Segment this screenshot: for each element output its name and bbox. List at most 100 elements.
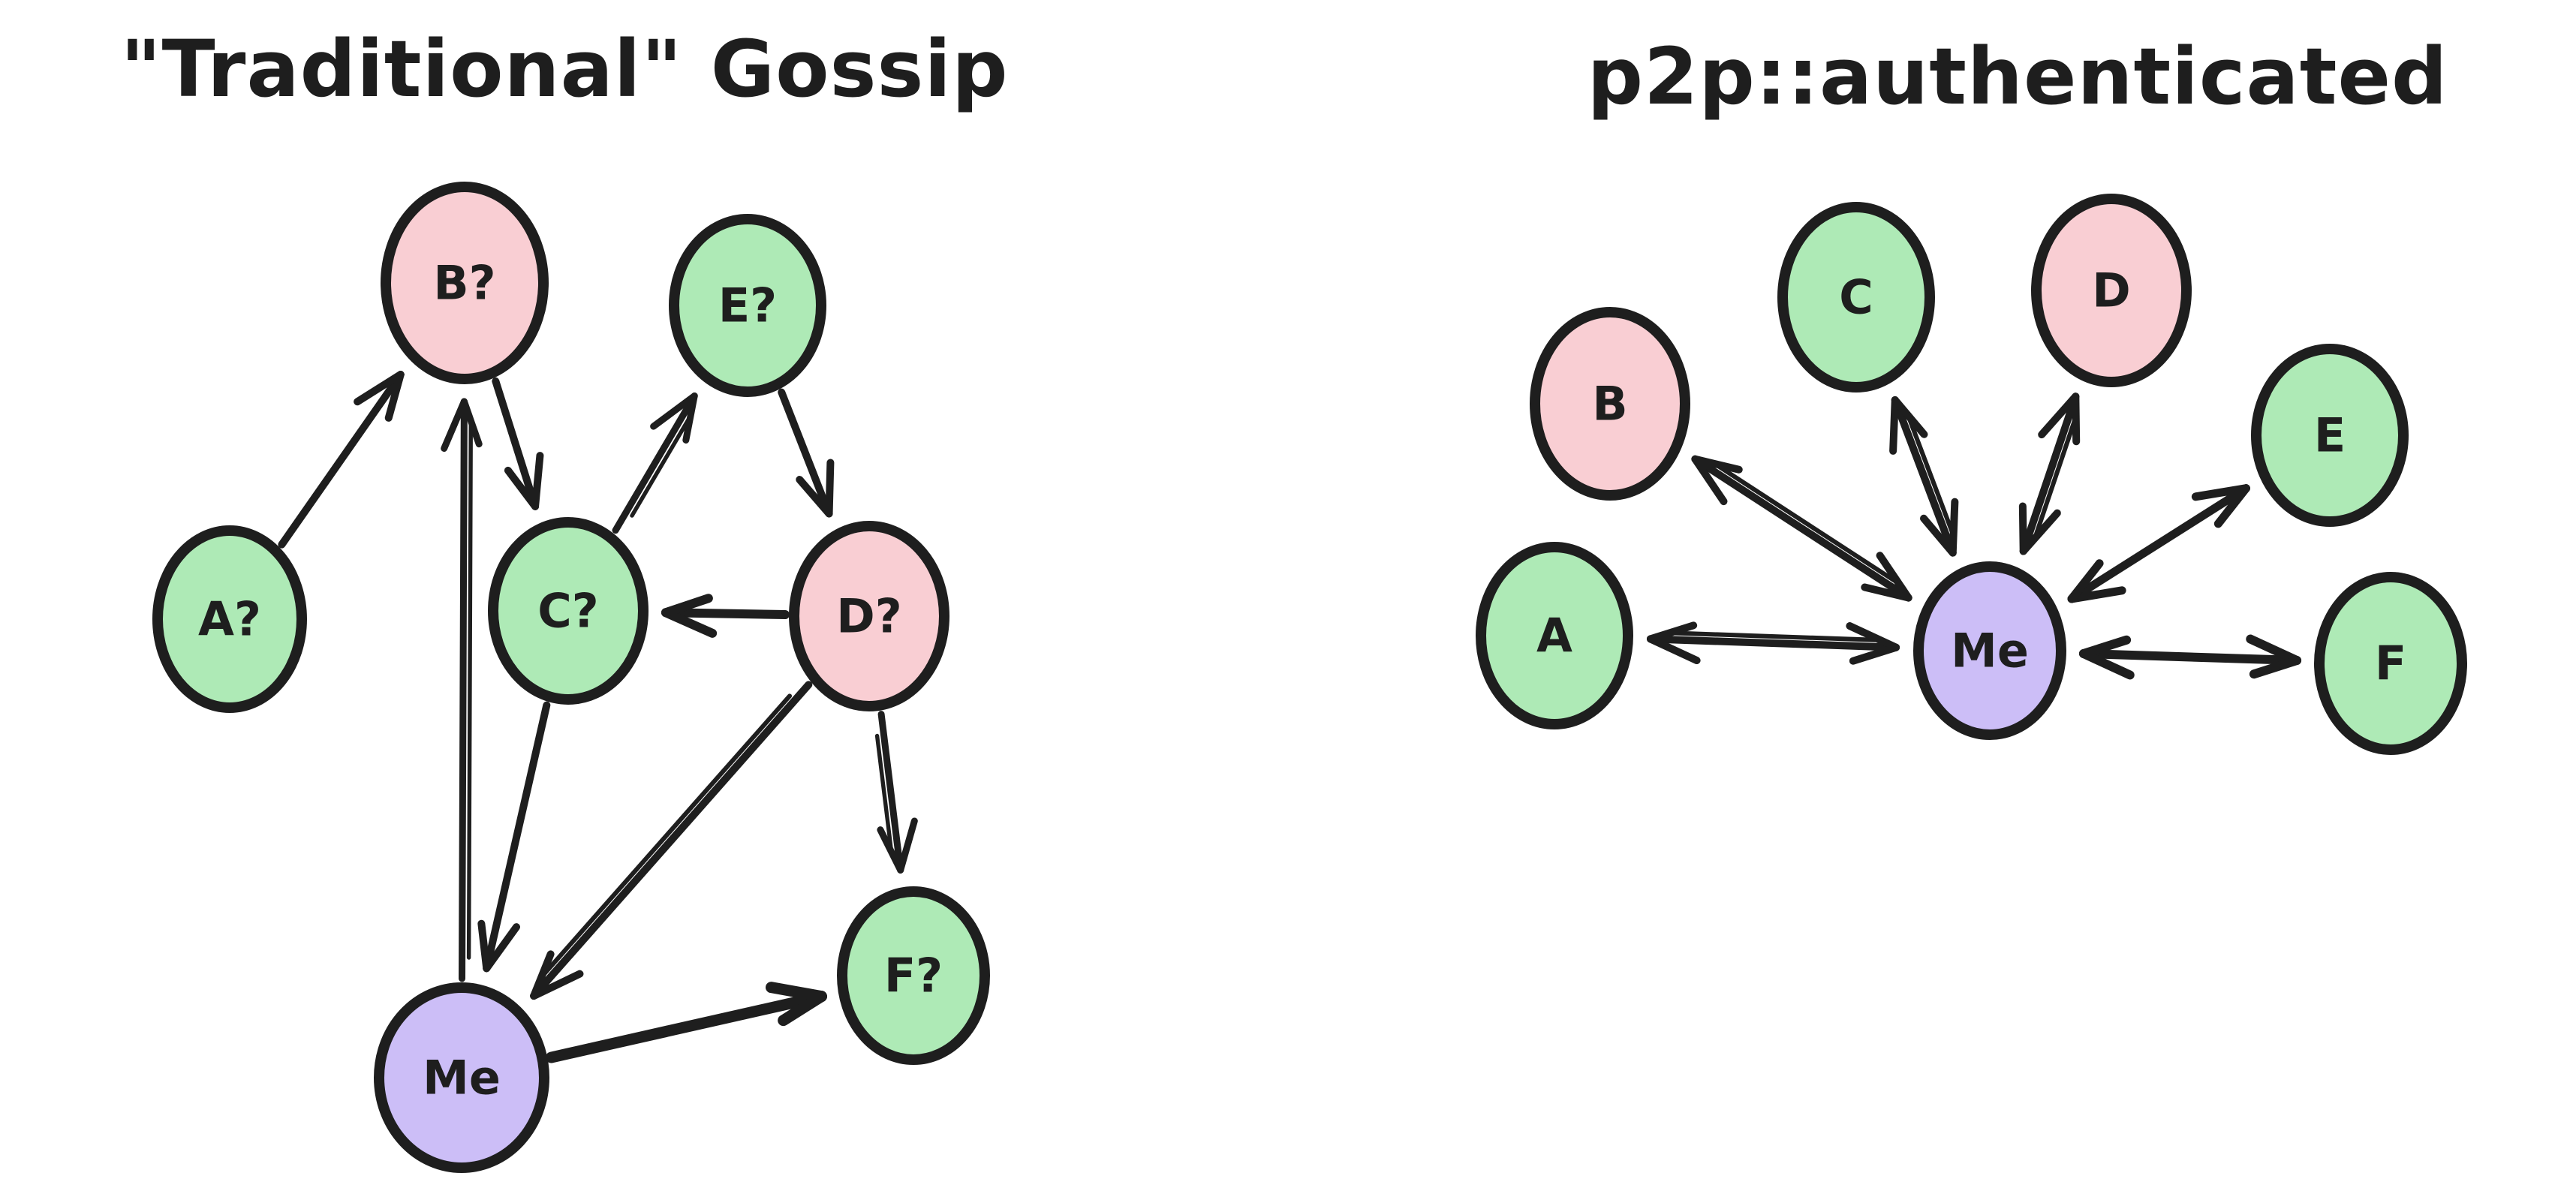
edge-line — [1691, 455, 1912, 602]
node-D: D? — [789, 521, 949, 711]
edge-line — [2067, 484, 2250, 603]
edge-line — [2019, 392, 2080, 555]
edge-line — [661, 608, 790, 620]
arrowhead — [354, 371, 405, 406]
arrowhead — [796, 476, 833, 518]
edge-Me-E — [2067, 484, 2250, 603]
node-C: C — [1777, 202, 1935, 392]
edge-B-C — [492, 377, 544, 510]
edge-line — [492, 377, 540, 510]
arrowhead — [661, 594, 713, 618]
node-E-label: E? — [718, 278, 777, 333]
node-C: C? — [488, 517, 649, 705]
edge-line — [1646, 635, 1900, 651]
node-C-circle — [1777, 202, 1935, 392]
node-A-label: A — [1536, 609, 1572, 663]
node-D-circle — [789, 521, 949, 711]
node-Me-circle — [1913, 561, 2066, 740]
arrowhead — [650, 392, 698, 430]
arrowhead — [1876, 552, 1912, 602]
arrowhead — [2072, 392, 2081, 446]
node-F: F — [2314, 572, 2467, 755]
arrowhead — [2019, 509, 2061, 555]
arrowhead — [766, 982, 827, 1003]
edge-line — [278, 371, 405, 549]
node-F-label: F? — [884, 949, 943, 1003]
edge-C-Me — [477, 701, 551, 973]
node-F: F? — [837, 886, 990, 1065]
arrowhead — [504, 466, 540, 510]
edge-D-C — [661, 594, 790, 638]
node-Me-label: Me — [423, 1051, 501, 1105]
arrowhead — [1861, 583, 1912, 602]
arrowhead — [1949, 498, 1959, 557]
arrowhead — [1891, 395, 1928, 438]
right-panel-title: p2p::authenticated — [1587, 31, 2448, 122]
node-F-circle — [2314, 572, 2467, 755]
edge-line — [545, 991, 827, 1063]
arrowhead — [1691, 455, 1728, 506]
node-A: A? — [152, 525, 307, 713]
node-D-label: D? — [836, 589, 901, 644]
edge-A-B — [278, 371, 405, 549]
edge-Me-B — [1691, 455, 1912, 602]
node-D-label: D — [2092, 263, 2130, 318]
node-E: E? — [669, 214, 826, 397]
arrowhead — [1920, 514, 1957, 557]
node-A-label: A? — [198, 592, 261, 647]
node-F-circle — [837, 886, 990, 1065]
arrowhead — [384, 371, 405, 422]
edge-line — [877, 711, 904, 874]
edge-line — [2078, 648, 2302, 666]
arrowhead — [483, 923, 521, 973]
arrowhead — [877, 826, 904, 874]
node-C-circle — [488, 517, 649, 705]
edge-E-D — [778, 388, 835, 518]
node-D: D — [2031, 194, 2192, 387]
left-panel-title: "Traditional" Gossip — [120, 23, 1008, 115]
arrowhead — [682, 392, 698, 444]
edge-Me-B — [441, 398, 483, 982]
node-C-label: C — [1839, 270, 1873, 325]
arrowhead — [441, 398, 468, 453]
node-A-circle — [152, 525, 307, 713]
edge-line — [1891, 395, 1957, 557]
arrowhead — [460, 398, 483, 448]
edge-Me-C — [1889, 395, 1959, 557]
arrowhead — [2078, 635, 2132, 658]
node-B-label: B? — [433, 256, 495, 311]
edge-line-double — [1906, 414, 1955, 534]
arrowhead — [778, 991, 827, 1027]
node-Me: Me — [1913, 561, 2066, 740]
left-panel-graph: A? B? E? C? D? F? Me — [152, 182, 990, 1173]
arrowhead — [897, 817, 918, 874]
arrowhead — [2067, 586, 2126, 603]
edge-line-double — [2034, 416, 2078, 536]
arrowhead — [825, 459, 835, 518]
node-A-circle — [1476, 542, 1633, 729]
node-C-label: C? — [537, 584, 598, 639]
arrowhead — [530, 950, 555, 1000]
arrowhead — [1691, 455, 1743, 474]
arrowhead — [477, 919, 491, 973]
arrowhead — [530, 970, 584, 1000]
edge-line — [778, 388, 833, 518]
node-B-circle — [381, 182, 549, 384]
arrowhead — [2246, 634, 2302, 666]
edge-line — [530, 681, 813, 1000]
arrowhead — [2078, 648, 2135, 680]
node-E-circle — [2251, 344, 2409, 527]
arrowhead — [661, 608, 718, 638]
edge-Me-A — [1646, 621, 1900, 665]
arrowhead — [2038, 392, 2080, 439]
arrowhead — [1889, 395, 1899, 455]
node-E-circle — [669, 214, 826, 397]
arrowhead — [1646, 635, 1701, 665]
edge-line-double — [540, 693, 793, 979]
edge-D-F — [874, 711, 918, 874]
arrowhead — [531, 452, 544, 510]
arrowhead — [2191, 484, 2250, 501]
